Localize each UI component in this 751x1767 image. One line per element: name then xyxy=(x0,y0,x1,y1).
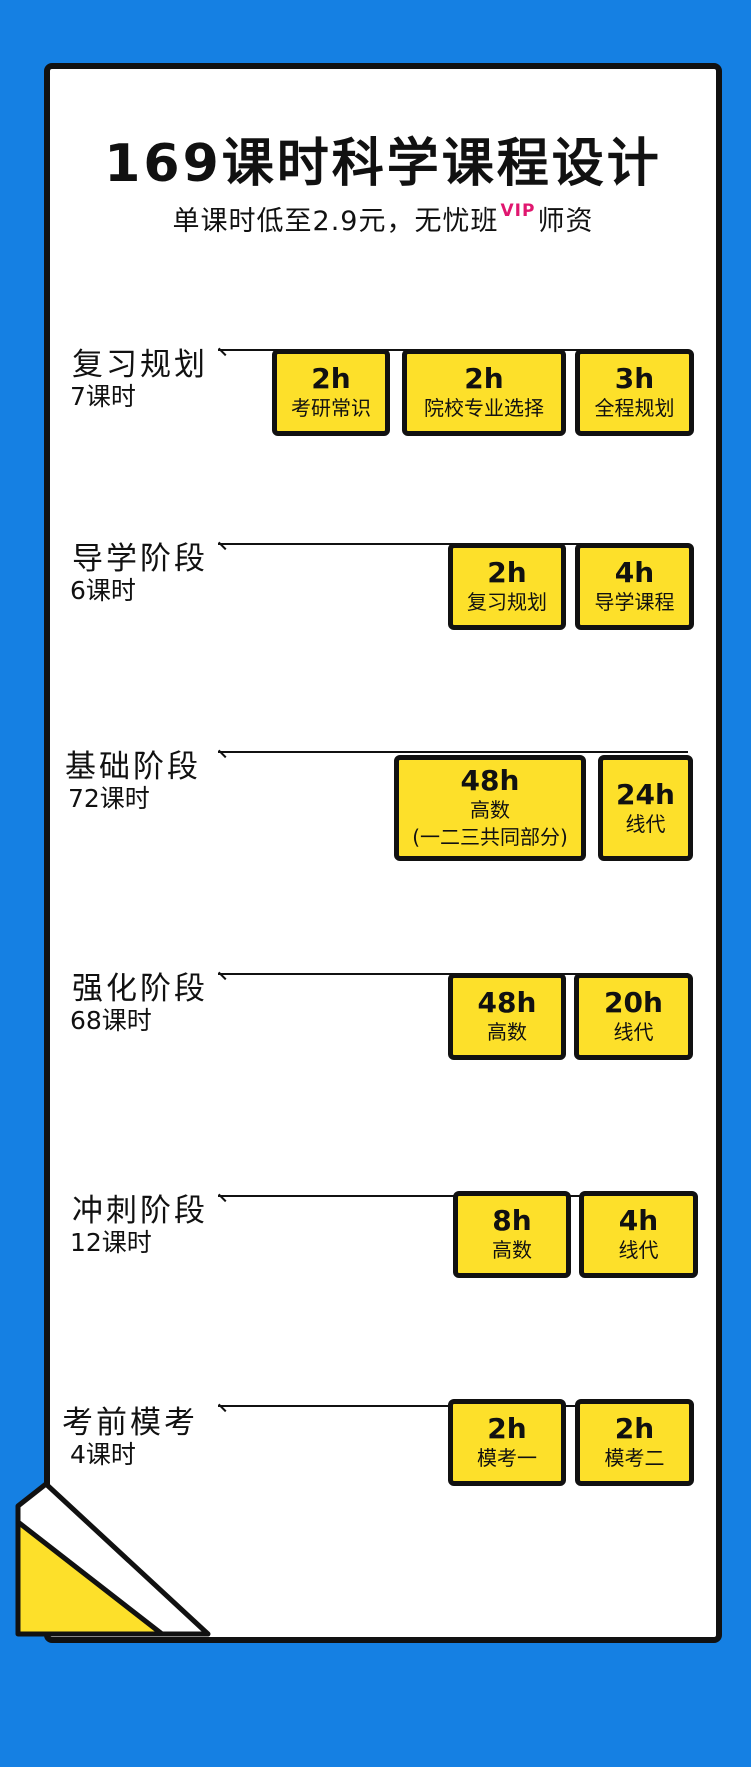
course-label: 高数 xyxy=(470,798,510,822)
course-label: 线代 xyxy=(618,1238,659,1262)
stage-hours: 12课时 xyxy=(70,1228,152,1257)
course-hours: 2h xyxy=(464,362,504,395)
course-box: 3h 全程规划 xyxy=(575,349,694,436)
stage-rule-tick xyxy=(218,964,234,981)
stage-hours: 4课时 xyxy=(70,1440,136,1469)
course-box: 2h 院校专业选择 xyxy=(402,349,566,436)
stage-name: 强化阶段 xyxy=(72,971,208,1007)
course-label: 复习规划 xyxy=(467,590,547,614)
course-label: 院校专业选择 xyxy=(424,396,544,420)
stage-rule xyxy=(218,751,688,753)
stage-rule-tick xyxy=(218,534,234,551)
course-label: 模考二 xyxy=(604,1446,665,1470)
course-box: 8h 高数 xyxy=(453,1191,571,1278)
stage-hours: 68课时 xyxy=(70,1006,152,1035)
course-box: 4h 导学课程 xyxy=(575,543,694,630)
course-label: 线代 xyxy=(613,1020,654,1044)
stage-rule-tick xyxy=(218,340,234,357)
stage-hours: 7课时 xyxy=(70,382,136,411)
stage-hours: 72课时 xyxy=(68,784,150,813)
course-hours: 2h xyxy=(487,1412,527,1445)
course-hours: 4h xyxy=(618,1204,659,1237)
course-box: 2h 模考一 xyxy=(448,1399,566,1486)
course-hours: 48h xyxy=(477,986,537,1019)
course-label: 导学课程 xyxy=(594,590,675,614)
course-label: 高数 xyxy=(492,1238,532,1262)
stage-name: 考前模考 xyxy=(62,1405,198,1441)
course-hours: 20h xyxy=(604,986,663,1019)
subtitle-suffix: 师资 xyxy=(537,206,594,237)
course-label: 高数 xyxy=(487,1020,527,1044)
course-hours: 8h xyxy=(492,1204,532,1237)
stage-name: 基础阶段 xyxy=(65,749,201,785)
course-box: 4h 线代 xyxy=(579,1191,698,1278)
stage-hours: 6课时 xyxy=(70,576,136,605)
course-hours: 2h xyxy=(614,1412,655,1445)
course-hours: 3h xyxy=(614,362,655,395)
course-box: 2h 考研常识 xyxy=(272,349,390,436)
folded-corner-decoration xyxy=(15,1481,211,1637)
course-label: 模考一 xyxy=(477,1446,537,1470)
corner-white-stripe xyxy=(15,1481,211,1637)
subtitle-prefix: 单课时低至2.9元，无忧班 xyxy=(172,206,499,237)
course-box: 2h 复习规划 xyxy=(448,543,566,630)
course-hours: 48h xyxy=(460,764,520,797)
course-hours: 2h xyxy=(487,556,527,589)
course-box: 2h 模考二 xyxy=(575,1399,694,1486)
course-hours: 4h xyxy=(614,556,655,589)
course-label: 考研常识 xyxy=(291,396,371,420)
course-box: 24h 线代 xyxy=(598,755,693,861)
stage-name: 导学阶段 xyxy=(72,541,208,577)
course-box: 20h 线代 xyxy=(574,973,693,1060)
course-label: 线代 xyxy=(625,811,666,836)
stage-rule-tick xyxy=(218,1396,234,1413)
course-box: 48h 高数 (一二三共同部分) xyxy=(394,755,586,861)
stage-name: 冲刺阶段 xyxy=(72,1193,208,1229)
course-hours: 24h xyxy=(616,777,675,811)
vip-badge: VIP xyxy=(500,201,536,221)
course-label: 全程规划 xyxy=(594,396,675,420)
stage-rule-tick xyxy=(218,742,234,759)
stage-rule-tick xyxy=(218,1186,234,1203)
course-label-detail: (一二三共同部分) xyxy=(412,825,568,849)
course-box: 48h 高数 xyxy=(448,973,566,1060)
page-title: 169课时科学课程设计 xyxy=(104,134,662,194)
stage-name: 复习规划 xyxy=(72,347,208,383)
course-hours: 2h xyxy=(311,362,351,395)
